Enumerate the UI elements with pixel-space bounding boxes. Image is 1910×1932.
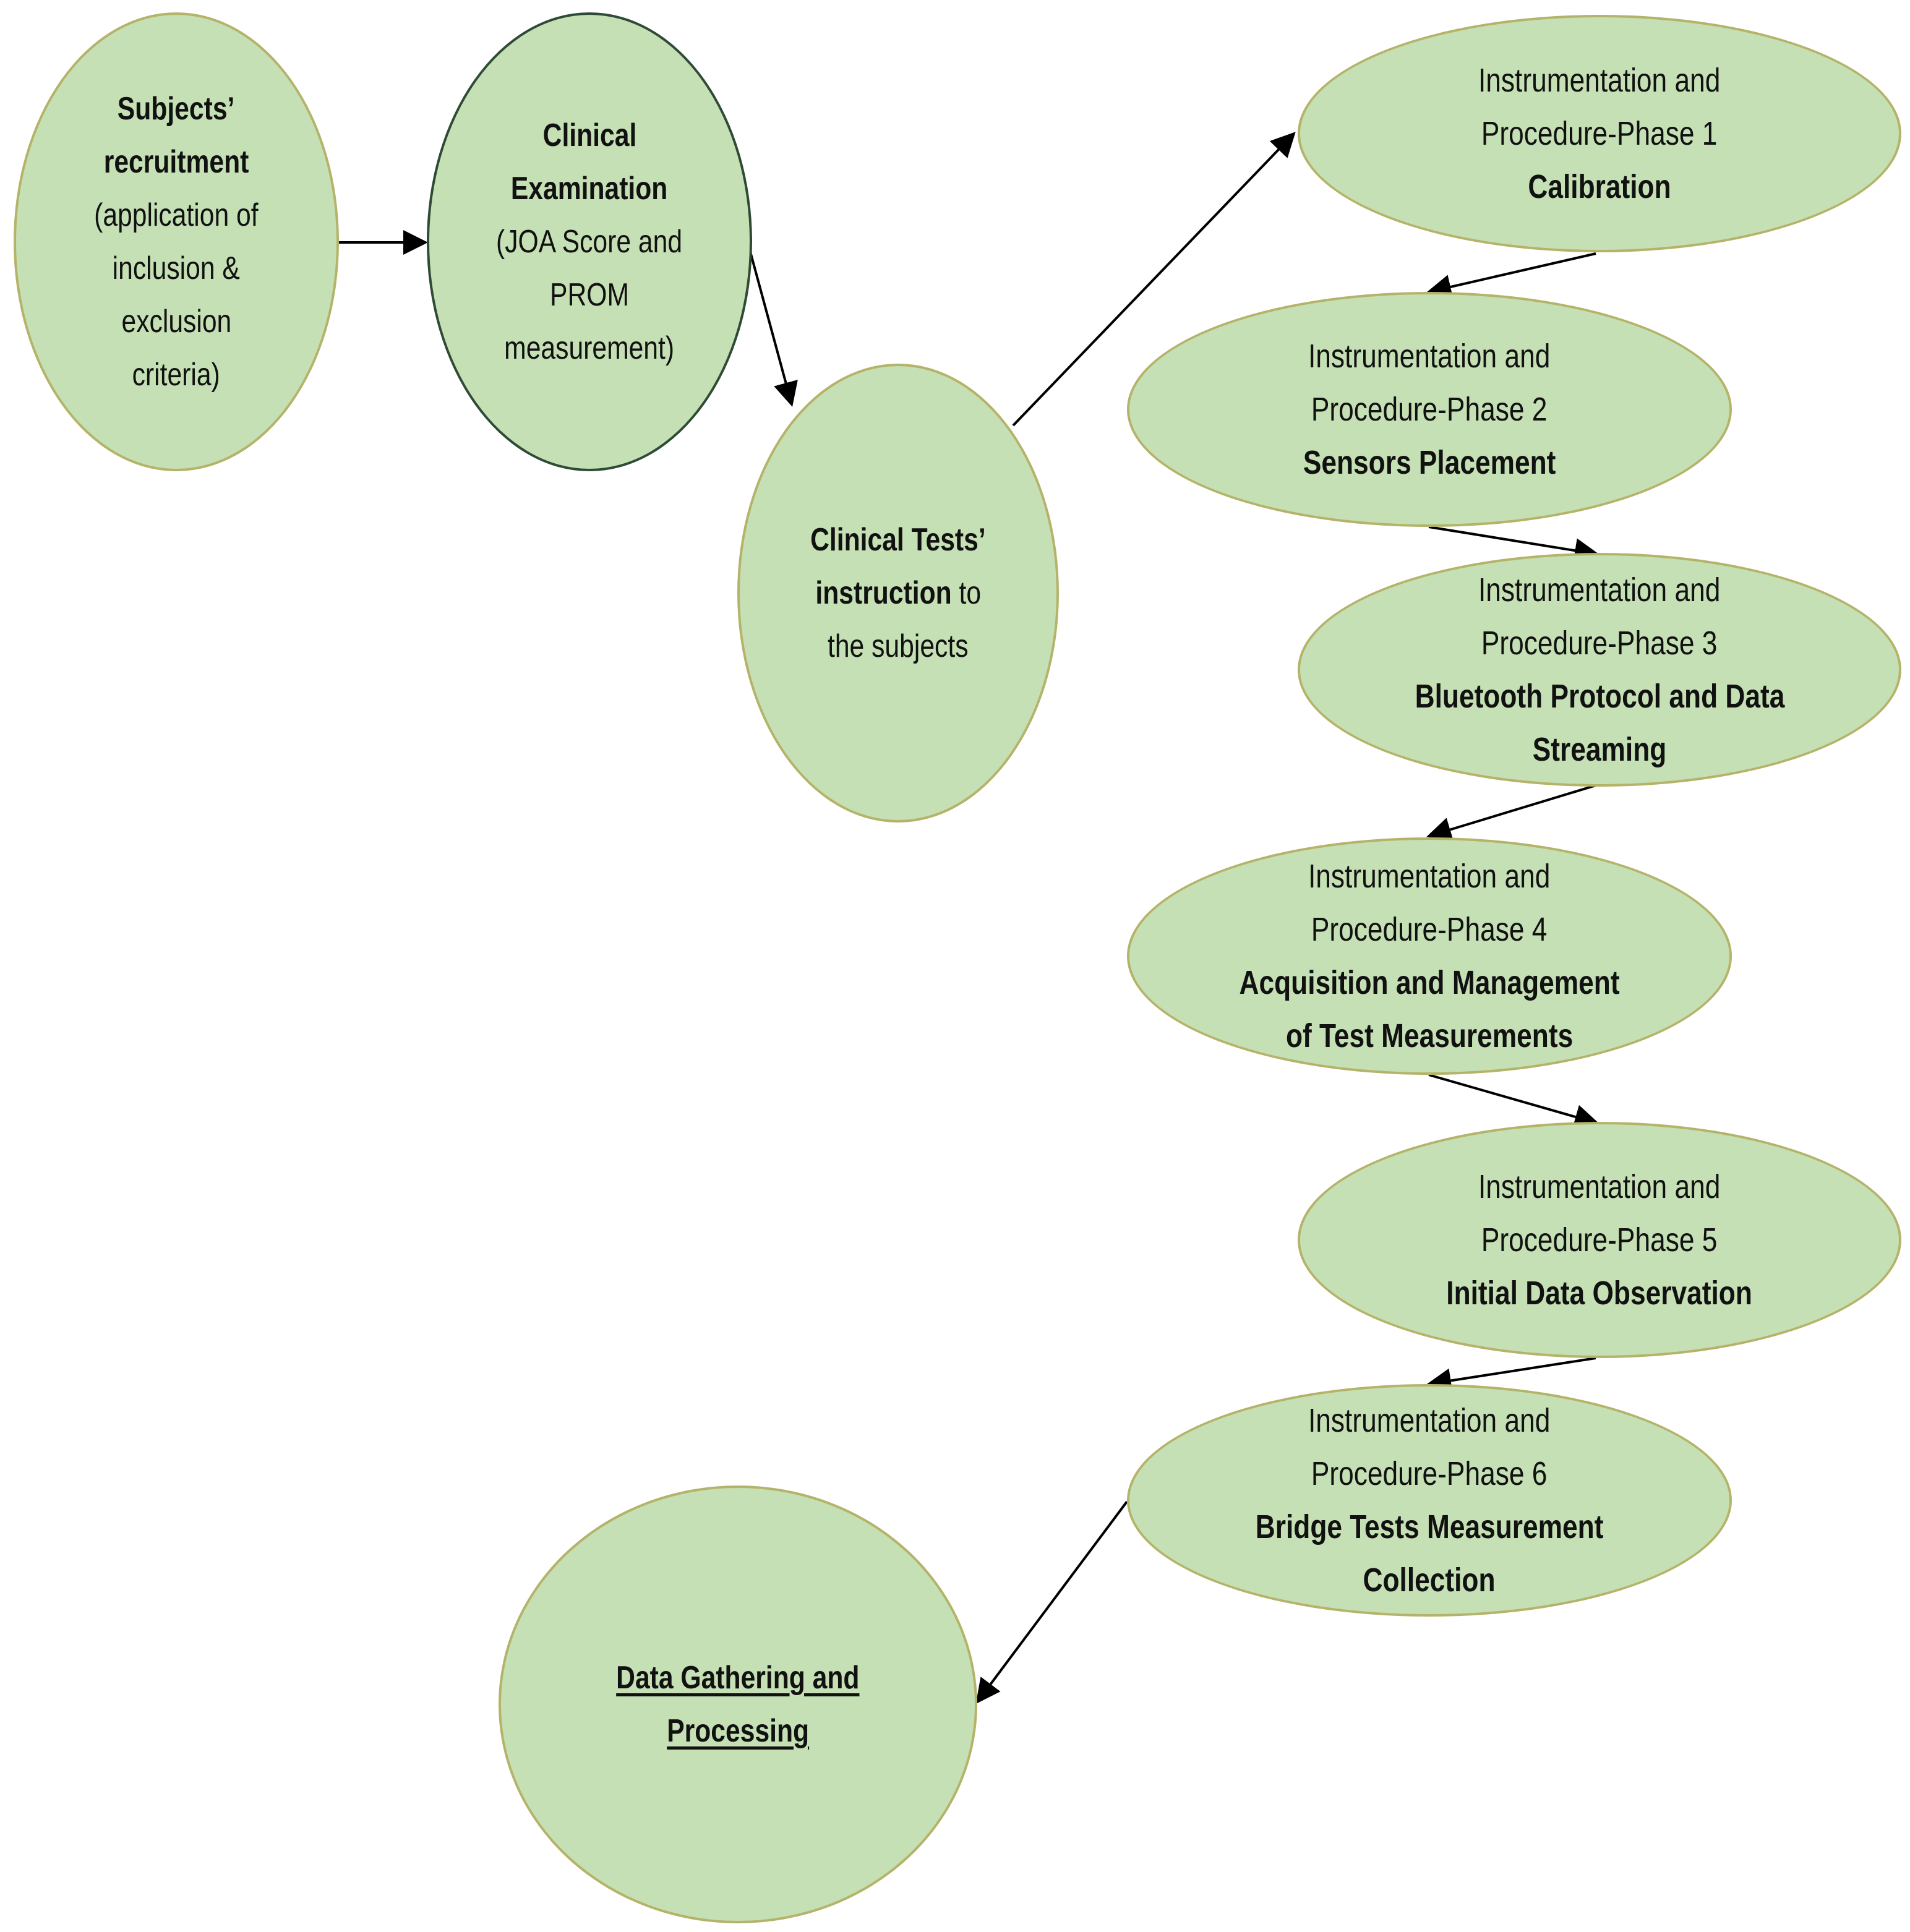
node-data-gathering: Data Gathering and Processing — [499, 1485, 977, 1923]
node-title: Examination — [511, 171, 668, 207]
node-text: Instrumentation and — [1478, 62, 1721, 99]
node-text: Procedure-Phase 2 — [1311, 391, 1548, 428]
node-phase-4: Instrumentation and Procedure-Phase 4 Ac… — [1127, 837, 1732, 1075]
node-text: (JOA Score and — [496, 224, 683, 260]
node-text: Instrumentation and — [1308, 858, 1551, 895]
node-title: Collection — [1363, 1562, 1496, 1599]
arrow-phase6-to-data — [975, 1500, 1128, 1704]
node-title: Initial Data Observation — [1446, 1275, 1753, 1312]
node-clinical-tests-instruction: Clinical Tests’ instruction to the subje… — [737, 364, 1059, 823]
node-phase-2: Instrumentation and Procedure-Phase 2 Se… — [1127, 292, 1732, 527]
arrow-phase4-to-phase5 — [1428, 1074, 1600, 1129]
arrow-phase1-to-phase2 — [1426, 252, 1596, 299]
node-text: Instrumentation and — [1478, 1168, 1721, 1205]
arrow-phase2-to-phase3 — [1428, 526, 1600, 563]
node-text: inclusion & — [112, 250, 241, 286]
arrow-tests-to-phase1 — [1012, 132, 1296, 427]
node-title: Streaming — [1532, 731, 1667, 768]
node-title-rest: to — [951, 575, 981, 611]
node-phase-1: Instrumentation and Procedure-Phase 1 Ca… — [1298, 15, 1901, 252]
node-title: Sensors Placement — [1303, 444, 1556, 481]
node-phase-3: Instrumentation and Procedure-Phase 3 Bl… — [1298, 553, 1901, 787]
node-title: Processing — [667, 1713, 809, 1749]
node-text: Instrumentation and — [1478, 571, 1721, 609]
node-text: criteria) — [132, 357, 221, 393]
node-text: Procedure-Phase 3 — [1481, 625, 1718, 662]
node-phase-6: Instrumentation and Procedure-Phase 6 Br… — [1127, 1384, 1732, 1617]
node-phase-5: Instrumentation and Procedure-Phase 5 In… — [1298, 1122, 1901, 1358]
node-text: Procedure-Phase 4 — [1311, 911, 1548, 948]
node-text: exclusion — [121, 304, 231, 340]
node-title: Bridge Tests Measurement — [1255, 1508, 1604, 1545]
node-title: Subjects’ — [118, 91, 235, 127]
node-text: Instrumentation and — [1308, 1402, 1551, 1439]
node-title: Acquisition and Management — [1239, 964, 1620, 1001]
node-title: Calibration — [1528, 168, 1671, 205]
node-title: Clinical Tests’ — [810, 522, 986, 558]
node-title: recruitment — [103, 144, 249, 180]
node-clinical-examination: Clinical Examination (JOA Score and PROM… — [427, 12, 752, 471]
node-text: Procedure-Phase 5 — [1481, 1221, 1718, 1259]
node-title: Data Gathering and — [616, 1660, 860, 1696]
node-title-line: instruction to — [815, 566, 981, 620]
node-text: Procedure-Phase 6 — [1311, 1455, 1548, 1492]
node-text: Instrumentation and — [1308, 338, 1551, 375]
arrow-phase3-to-phase4 — [1426, 784, 1596, 842]
node-title: of Test Measurements — [1285, 1017, 1574, 1054]
node-title: Bluetooth Protocol and Data — [1415, 678, 1784, 715]
node-title-bold: instruction — [815, 575, 952, 611]
arrow-phase5-to-phase6 — [1426, 1357, 1596, 1393]
arrow-exam-to-tests — [747, 244, 798, 407]
node-text: Procedure-Phase 1 — [1481, 115, 1718, 152]
node-text: measurement) — [504, 330, 675, 366]
node-subjects-recruitment: Subjects’ recruitment (application of in… — [14, 12, 339, 471]
node-text: PROM — [550, 277, 629, 313]
node-text: the subjects — [828, 628, 969, 664]
node-title: Clinical — [542, 118, 636, 153]
node-text: (application of — [94, 197, 259, 233]
